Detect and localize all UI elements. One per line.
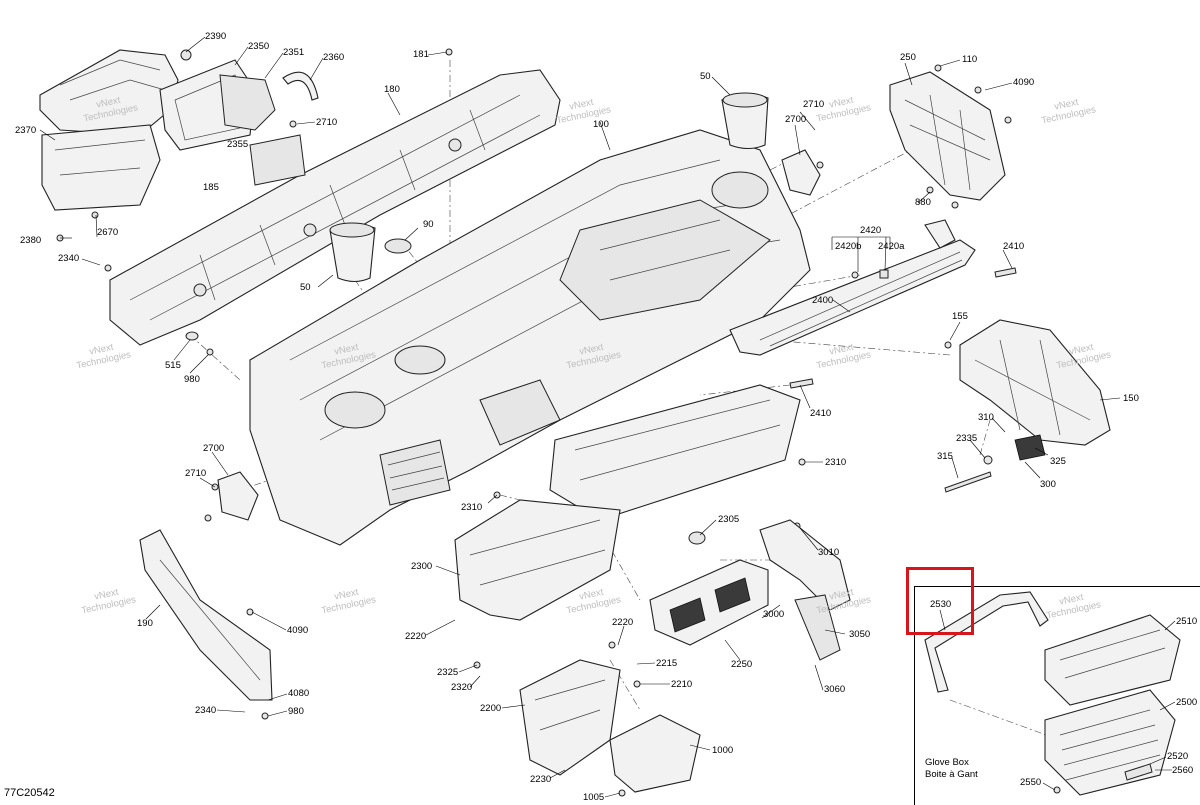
- inset-caption: Glove Box Boite à Gant: [925, 757, 978, 781]
- part-label[interactable]: 310: [978, 412, 994, 423]
- steering-brace: [729, 219, 976, 356]
- part-label[interactable]: 2410: [810, 408, 832, 419]
- leader-lines: [39, 36, 1176, 798]
- part-label[interactable]: 2360: [323, 52, 345, 63]
- glove-box-door: [609, 714, 701, 793]
- part-label[interactable]: 2700: [203, 443, 225, 454]
- part-label[interactable]: 2380: [20, 235, 42, 246]
- glove-box-housing: [519, 659, 621, 776]
- part-label[interactable]: 190: [137, 618, 153, 629]
- cup-holder-left: [329, 222, 376, 283]
- part-label[interactable]: 880: [915, 197, 931, 208]
- part-label[interactable]: 2310: [461, 502, 483, 513]
- side-panel-left: [139, 529, 273, 701]
- part-label[interactable]: 2310: [825, 457, 847, 468]
- part-label[interactable]: 3060: [824, 684, 846, 695]
- support-bracket: [759, 519, 851, 661]
- part-label[interactable]: 4090: [1013, 77, 1035, 88]
- part-label[interactable]: 980: [184, 374, 200, 385]
- part-label[interactable]: 2320: [451, 682, 473, 693]
- diagram-code: 77C20542: [4, 787, 55, 799]
- part-label[interactable]: 2355: [227, 139, 249, 150]
- part-label[interactable]: 2210: [671, 679, 693, 690]
- inset-caption-en: Glove Box: [925, 757, 969, 768]
- part-label[interactable]: 2420: [860, 225, 882, 236]
- part-label[interactable]: 2560: [1172, 765, 1194, 776]
- part-label[interactable]: 980: [288, 706, 304, 717]
- part-label[interactable]: 50: [700, 71, 711, 82]
- part-label[interactable]: 3050: [849, 629, 871, 640]
- part-label[interactable]: 100: [593, 119, 609, 130]
- part-label[interactable]: 2420a: [878, 241, 905, 252]
- plug-cap: [384, 238, 412, 254]
- inset-glove-box-parts: [924, 591, 1181, 796]
- part-label[interactable]: 1000: [712, 745, 734, 756]
- cluster-bezel: [159, 59, 319, 151]
- part-label[interactable]: 185: [203, 182, 219, 193]
- part-label[interactable]: 2340: [195, 705, 217, 716]
- dash-crossmember: [109, 69, 561, 346]
- part-label[interactable]: 2550: [1020, 777, 1042, 788]
- part-label[interactable]: 90: [423, 219, 434, 230]
- part-label[interactable]: 110: [962, 54, 978, 65]
- part-label[interactable]: 2220: [405, 631, 427, 642]
- side-support-lower: [959, 319, 1111, 461]
- part-label[interactable]: 2370: [15, 125, 37, 136]
- bracket-lower: [217, 471, 259, 521]
- part-label[interactable]: 50: [300, 282, 311, 293]
- side-support-upper: [889, 71, 1006, 201]
- part-label[interactable]: 250: [900, 52, 916, 63]
- bracket-upper: [781, 149, 821, 196]
- part-label[interactable]: 515: [165, 360, 181, 371]
- part-label[interactable]: 2400: [812, 295, 834, 306]
- part-label[interactable]: 3000: [763, 609, 785, 620]
- inset-caption-fr: Boite à Gant: [925, 768, 978, 780]
- part-label[interactable]: 2520: [1167, 751, 1189, 762]
- part-label[interactable]: 325: [1050, 456, 1066, 467]
- part-label[interactable]: 2300: [411, 561, 433, 572]
- part-label[interactable]: 2670: [97, 227, 119, 238]
- part-label-highlighted[interactable]: 2530: [930, 599, 952, 610]
- part-label[interactable]: 2420b: [835, 241, 862, 252]
- part-label[interactable]: 2710: [803, 99, 825, 110]
- main-dashboard-body: [249, 129, 811, 546]
- part-label[interactable]: 2230: [530, 774, 552, 785]
- part-label[interactable]: 2351: [283, 47, 305, 58]
- part-label[interactable]: 2410: [1003, 241, 1025, 252]
- part-label[interactable]: 2335: [956, 433, 978, 444]
- part-label[interactable]: 2710: [316, 117, 338, 128]
- part-label[interactable]: 1005: [583, 792, 605, 803]
- part-label[interactable]: 2200: [480, 703, 502, 714]
- part-label[interactable]: 2510: [1176, 616, 1198, 627]
- center-console: [649, 559, 769, 646]
- part-label[interactable]: 3010: [818, 547, 840, 558]
- part-label[interactable]: 4080: [288, 688, 310, 699]
- part-label[interactable]: 2350: [248, 41, 270, 52]
- part-label[interactable]: 2250: [731, 659, 753, 670]
- part-label[interactable]: 2325: [437, 667, 459, 678]
- part-label[interactable]: 4090: [287, 625, 309, 636]
- highlight-box[interactable]: [906, 567, 974, 635]
- gauge-cluster-hood: [39, 49, 192, 211]
- part-label[interactable]: 150: [1123, 393, 1139, 404]
- part-label[interactable]: 300: [1040, 479, 1056, 490]
- part-label[interactable]: 2500: [1176, 697, 1198, 708]
- cup-holder-right: [721, 92, 769, 150]
- storage-tray-upper: [549, 384, 801, 521]
- part-label[interactable]: 2710: [185, 468, 207, 479]
- part-label[interactable]: 181: [413, 49, 429, 60]
- part-label[interactable]: 2215: [656, 658, 678, 669]
- part-label[interactable]: 2220: [612, 617, 634, 628]
- part-label[interactable]: 2700: [785, 114, 807, 125]
- part-label[interactable]: 180: [384, 84, 400, 95]
- part-label[interactable]: 2390: [205, 31, 227, 42]
- storage-tray-lower: [454, 499, 621, 621]
- part-label[interactable]: 2340: [58, 253, 80, 264]
- part-label[interactable]: 2305: [718, 514, 740, 525]
- part-label[interactable]: 155: [952, 311, 968, 322]
- inset-panel: [914, 586, 1200, 805]
- part-label[interactable]: 315: [937, 451, 953, 462]
